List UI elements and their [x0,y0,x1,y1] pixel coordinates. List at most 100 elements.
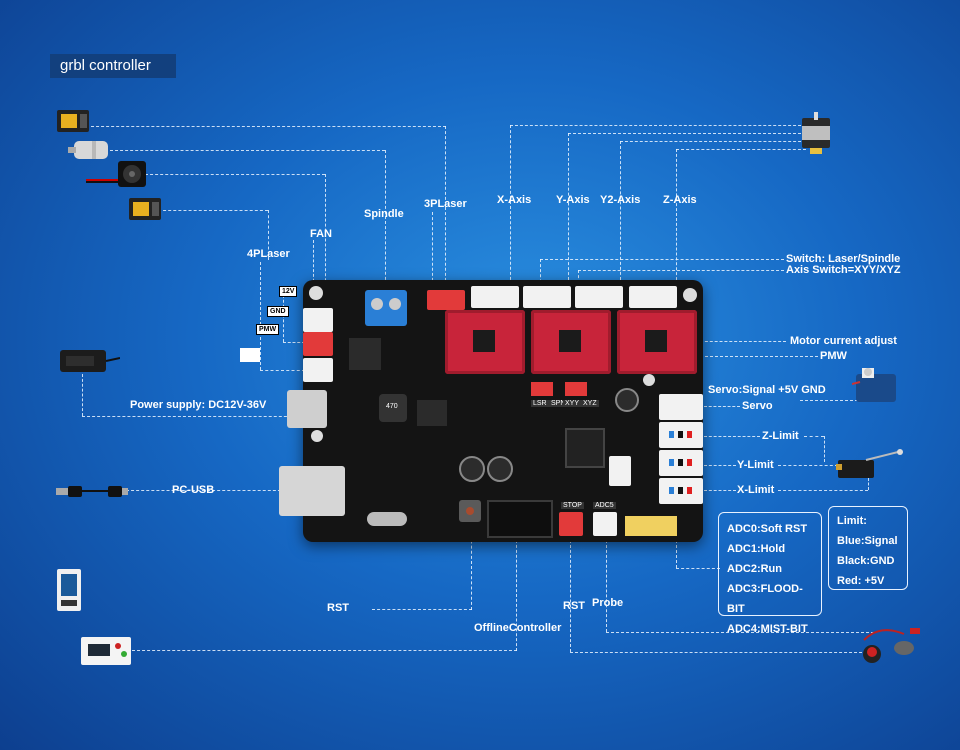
spn-label: SPN [549,400,568,407]
fan-header [303,332,333,356]
servo-motor-icon [852,368,896,402]
z-limit-header [659,422,703,448]
wire-rst-h [372,609,472,610]
wire-4p-v2 [260,262,261,370]
wire-power-v [82,374,83,416]
spindle-motor-icon [68,141,108,159]
y-axis-header [523,286,571,308]
wire-rst-v [471,520,472,610]
wire-laser3p-b [432,212,433,286]
wire-ylimit [704,465,736,466]
stepper-motor-icon [802,112,830,154]
adc-item: ADC3:FLOOD-BIT [727,583,803,615]
wire-yaxis-h [568,133,806,134]
adc-item: ADC4:MIST-BIT [727,623,808,635]
laser-module-4p-icon [129,198,161,220]
label-x-limit: X-Limit [737,484,775,496]
wire-xlimit2 [778,490,868,491]
wire-usb [126,490,286,491]
wire-xlimit [704,490,736,491]
wire-spindle-h [110,150,385,151]
wire-switch-h [540,259,784,260]
label-servo: Servo [742,400,773,412]
wire-adc-h [676,568,720,569]
wire-adc-v [676,540,677,568]
driver-z [617,310,697,374]
wire-yaxis-v [568,133,569,285]
wire-laser3p [445,126,446,286]
label-4plaser: 4PLaser [247,248,290,260]
page-title: grbl controller [50,54,176,78]
laser-module-icon [57,110,89,132]
z-axis-header [629,286,677,308]
limit-info-line: Red: +5V [837,575,885,587]
wire-4p-v [268,210,269,260]
mcu-chip [565,428,605,468]
capacitor [459,456,485,482]
probe-header [609,456,631,486]
x-limit-header [659,478,703,504]
y2-axis-header [575,286,623,308]
wire-4p-h2 [260,370,305,371]
limit-info-box: Limit: Blue:Signal Black:GND Red: +5V [828,506,908,590]
label-x-axis: X-Axis [497,194,532,206]
wire-fan-v [325,174,326,306]
regulator [417,400,447,426]
wire-xaxis-h [510,125,806,126]
wire-ylimit2 [778,465,838,466]
bluetooth-module-icon [57,569,81,611]
label-probe: Probe [592,597,624,609]
x-axis-header [471,286,519,308]
label-rst-right: RST [563,600,585,612]
adc-info-box: ADC0:Soft RST ADC1:Hold ADC2:Run ADC3:FL… [718,512,822,635]
laser4p-header-b [303,358,333,382]
label-z-limit: Z-Limit [762,430,799,442]
wire-fan-v2 [313,240,314,306]
wire-offline-v [516,540,517,651]
limit-switch-icon [836,449,903,478]
wire-offline-h [132,650,517,651]
usb-port [279,466,345,516]
wire-y2-h [620,141,806,142]
label-y-axis: Y-Axis [556,194,590,206]
spindle-terminal [365,290,407,326]
label-y2-axis: Y2-Axis [600,194,641,206]
pin-label-gnd: GND [267,306,289,317]
wire-xlimit-v [868,478,869,490]
axis-switch [565,382,587,396]
mount-hole [309,286,323,300]
mount-hole [311,430,323,442]
label-power-supply: Power supply: DC12V-36V [130,399,267,411]
wire-axisswitch-h [578,270,784,271]
capacitor [615,388,639,412]
label-pc-usb: PC-USB [172,484,215,496]
label-offline-controller: OfflineController [474,622,562,634]
driver-x [445,310,525,374]
wire-z-h [676,149,806,150]
wire-4p-h [158,210,268,211]
servo-header [659,394,703,420]
adc5-header [593,512,617,536]
wire-y2-v [620,141,621,285]
wire-servo [704,406,740,407]
label-pmw: PMW [820,350,847,362]
laser4p-header-a [303,308,333,332]
wire-fan-h [145,174,325,175]
wire-spindle-v [385,150,386,290]
power-jack [287,390,327,428]
offline-controller-icon [81,637,131,665]
xyz-label: XYZ [581,400,599,407]
inductor: 470 [379,394,407,422]
mount-hole [643,374,655,386]
usb-cable-icon [56,486,128,497]
wire-servo-dev [800,400,858,401]
xyy-label: XYY [563,400,582,407]
pin-label-blank [240,348,260,362]
adc-item: ADC1:Hold [727,543,786,555]
stop-label: STOP [561,502,584,509]
wire-z-v [676,149,677,285]
wire-current [700,341,786,342]
label-z-axis: Z-Axis [663,194,697,206]
reset-button[interactable] [459,500,481,522]
wire-xaxis-v [510,125,511,285]
